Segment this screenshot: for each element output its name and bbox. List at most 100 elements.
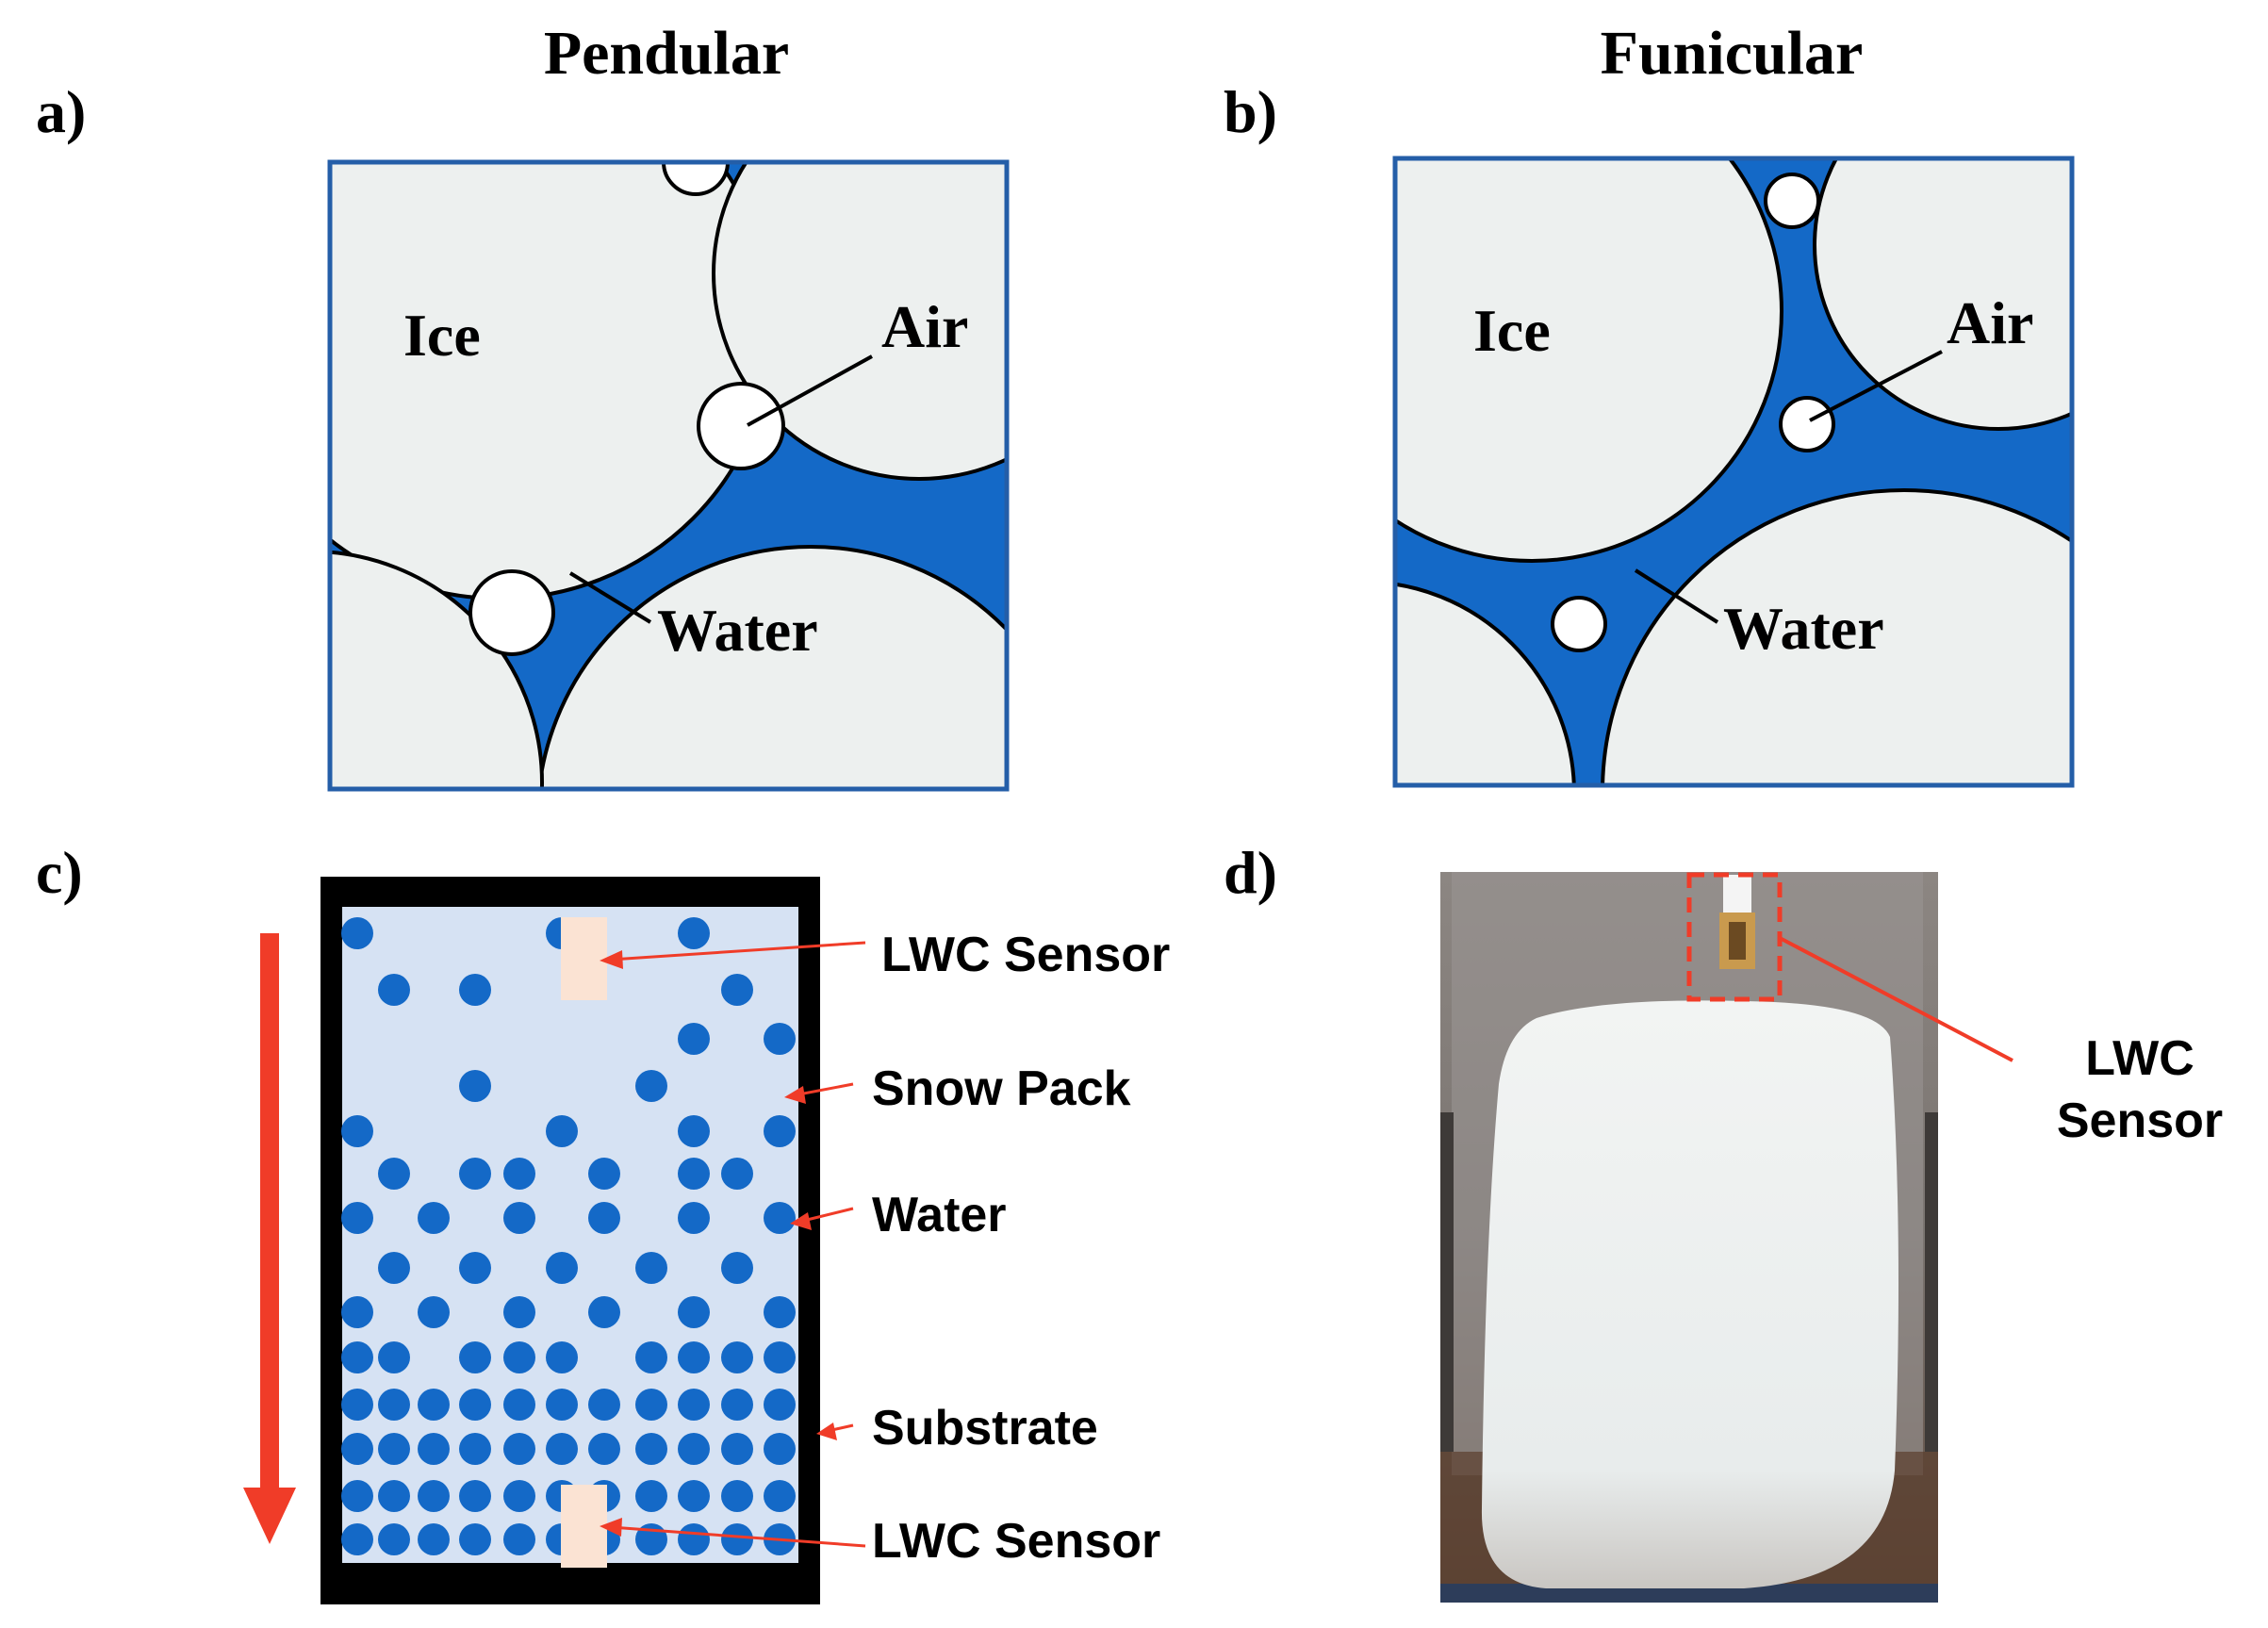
water-droplet: [341, 1480, 373, 1512]
photo-sensor-detail: [1729, 922, 1746, 960]
water-droplet: [678, 1341, 710, 1373]
water-droplet: [635, 1341, 667, 1373]
water-droplet: [678, 1158, 710, 1190]
substrate-label: Substrate: [872, 1401, 1098, 1455]
water-droplet: [378, 1341, 410, 1373]
pendular-ice-grain: [712, 162, 1007, 481]
water-droplet: [378, 1252, 410, 1284]
sensor-top-arrow: [610, 941, 866, 962]
panel-b: b) Funicular Ice Air Water: [1224, 19, 2075, 788]
water-droplet: [721, 1480, 753, 1512]
water-droplet: [378, 1389, 410, 1421]
water-droplet: [418, 1433, 450, 1465]
panel-d-letter: d): [1224, 839, 1277, 906]
water-label: Water: [872, 1188, 1007, 1242]
water-droplet: [721, 1433, 753, 1465]
pendular-air-bubble: [697, 382, 785, 470]
water-droplet: [459, 1341, 491, 1373]
water-droplet: [503, 1296, 535, 1328]
funicular-ice-grain: [1601, 488, 2072, 785]
water-droplet: [418, 1202, 450, 1234]
pendular-air-label: Air: [881, 293, 968, 360]
water-droplet: [418, 1389, 450, 1421]
pendular-water-label: Water: [657, 597, 818, 664]
lwc-sensor-bottom-label: LWC Sensor: [872, 1514, 1160, 1569]
water-droplet: [764, 1389, 796, 1421]
water-droplet: [764, 1115, 796, 1147]
water-droplet: [341, 1433, 373, 1465]
water-droplet: [503, 1523, 535, 1555]
water-droplet: [588, 1158, 620, 1190]
pendular-ice-grain: [330, 550, 544, 789]
water-droplet: [635, 1070, 667, 1102]
water-droplet: [678, 1202, 710, 1234]
pendular-air-bubble: [662, 162, 730, 196]
funicular-water-label: Water: [1723, 595, 1884, 662]
pendular-ice-grain: [330, 162, 775, 600]
water-droplet: [721, 1523, 753, 1555]
photo-sensor-label-line1: LWC: [2085, 1031, 2194, 1086]
panel-c: c) LWC Sensor Snow Pack Water Substrate: [36, 839, 1170, 1604]
panel-c-letter: c): [36, 839, 83, 906]
water-droplet: [546, 1252, 578, 1284]
water-droplet: [459, 1252, 491, 1284]
panel-a-frame: [327, 159, 1010, 792]
sensor-highlight-box: [1686, 872, 1783, 1002]
water-droplet: [764, 1433, 796, 1465]
water-droplet: [588, 1433, 620, 1465]
water-droplet: [635, 1389, 667, 1421]
water-droplet: [418, 1523, 450, 1555]
sensor-bottom-arrow: [610, 1525, 866, 1548]
water-droplet: [546, 1433, 578, 1465]
water-droplet: [418, 1296, 450, 1328]
funicular-air-bubble: [1551, 596, 1607, 652]
panel-b-frame: [1392, 156, 2075, 788]
funicular-ice-label: Ice: [1473, 297, 1551, 364]
funicular-air-bubble: [1779, 396, 1835, 452]
pendular-air-bubble: [468, 569, 555, 656]
water-droplet: [341, 917, 373, 949]
water-droplet: [764, 1202, 796, 1234]
water-droplet: [503, 1480, 535, 1512]
water-droplet: [546, 1341, 578, 1373]
snow-pack-arrowhead: [784, 1086, 806, 1104]
water-droplet: [721, 974, 753, 1006]
photo-sensor-label-line2: Sensor: [2057, 1094, 2223, 1148]
panel-a: a) Pendular Ice Air Water: [36, 19, 1010, 792]
funicular-air-label: Air: [1947, 289, 2033, 356]
water-droplet: [678, 1115, 710, 1147]
pendular-water-leader: [568, 571, 652, 624]
panel-a-letter: a): [36, 78, 86, 145]
lwc-sensor-top-label: LWC Sensor: [881, 928, 1170, 982]
water-droplet: [764, 1341, 796, 1373]
sensor-bottom-arrowhead: [600, 1518, 622, 1537]
water-droplet: [459, 1480, 491, 1512]
water-droplet: [721, 1341, 753, 1373]
water-droplet: [678, 1296, 710, 1328]
water-droplet: [341, 1389, 373, 1421]
water-droplet: [721, 1389, 753, 1421]
substrate-arrowhead: [816, 1422, 837, 1440]
water-droplet: [378, 1480, 410, 1512]
pendular-ice-label: Ice: [403, 302, 481, 369]
sensor-top-arrowhead: [600, 950, 623, 969]
water-droplet: [459, 1433, 491, 1465]
funicular-water-leader: [1634, 568, 1719, 624]
water-droplet: [635, 1480, 667, 1512]
lwc-sensor-top-block: [561, 917, 607, 1000]
water-droplet: [678, 1433, 710, 1465]
water-droplet: [378, 1158, 410, 1190]
water-droplet: [459, 974, 491, 1006]
water-droplet: [503, 1202, 535, 1234]
water-droplet: [588, 1202, 620, 1234]
water-droplet: [341, 1523, 373, 1555]
funicular-air-leader: [1809, 350, 1943, 422]
funicular-ice-grain: [1813, 158, 2072, 431]
water-droplet: [678, 1389, 710, 1421]
panel-a-title: Pendular: [544, 19, 789, 88]
water-droplet: [546, 1389, 578, 1421]
water-droplet: [418, 1480, 450, 1512]
pendular-air-leader: [747, 354, 873, 427]
water-droplet: [678, 1523, 710, 1555]
